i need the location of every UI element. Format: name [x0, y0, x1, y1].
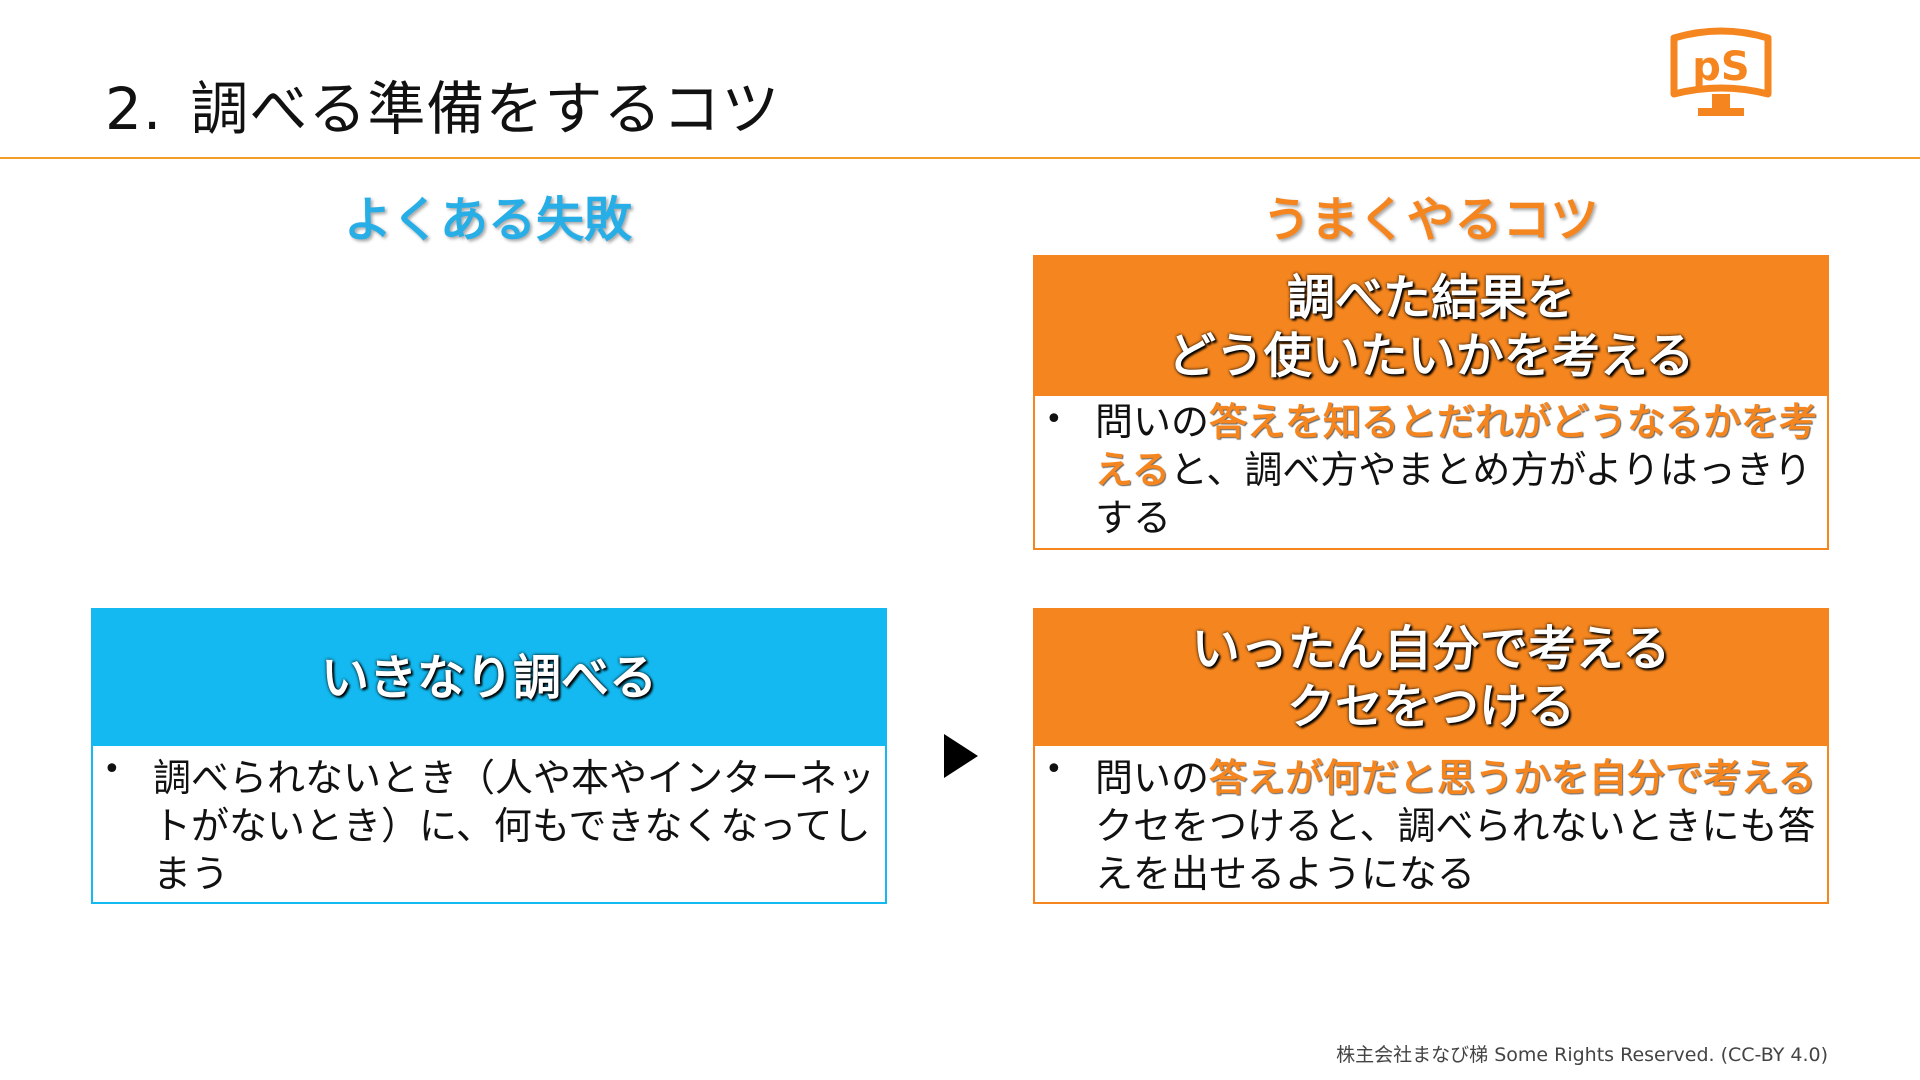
bullet: •: [1045, 402, 1063, 437]
tip-box-header: いったん自分で考える クセをつける: [1035, 610, 1827, 746]
tip-header-line1: いったん自分で考える: [1191, 621, 1671, 677]
body-text-highlight: 答えが何だと思うかを自分で考える: [1209, 756, 1816, 800]
body-text-post: クセをつけると、調べられないときにも答えを出せるようになる: [1095, 804, 1816, 896]
bullet: •: [103, 752, 121, 787]
page-title: 2. 調べる準備をするコツ: [105, 62, 780, 146]
failure-box-body: • 調べられないとき（人や本やインターネットがないとき）に、何もできなくなってし…: [93, 746, 885, 898]
heading-common-failure: よくある失敗: [343, 192, 632, 248]
failure-box: いきなり調べる • 調べられないとき（人や本やインターネットがないとき）に、何も…: [91, 608, 887, 904]
tip-box-header: 調べた結果を どう使いたいかを考える: [1035, 257, 1827, 396]
body-text-pre: 問いの: [1095, 756, 1210, 800]
tip-body-text: 問いの答えを知るとだれがどうなるかを考えると、調べ方やまとめ方がよりはっきりする: [1095, 398, 1827, 542]
body-text-post: と、調べ方やまとめ方がよりはっきりする: [1095, 448, 1812, 540]
tip-box-think-usage: 調べた結果を どう使いたいかを考える • 問いの答えを知るとだれがどうなるかを考…: [1033, 255, 1829, 550]
tip-box-think-first: いったん自分で考える クセをつける • 問いの答えが何だと思うかを自分で考えるク…: [1033, 608, 1829, 904]
tip-box-body: • 問いの答えを知るとだれがどうなるかを考えると、調べ方やまとめ方がよりはっきり…: [1035, 396, 1827, 542]
heading-tips: うまくやるコツ: [1262, 192, 1599, 248]
arrow-right-icon: [944, 734, 978, 778]
body-text-pre: 問いの: [1095, 400, 1210, 444]
body-text-highlight: 答えを知るとだれがどうなるかを考える: [1095, 400, 1818, 492]
brand-logo: pS: [1668, 24, 1774, 120]
title-divider: [0, 157, 1920, 159]
tip-box-body: • 問いの答えが何だと思うかを自分で考えるクセをつけると、調べられないときにも答…: [1035, 746, 1827, 898]
bullet: •: [1045, 752, 1063, 787]
section-number: 2.: [105, 75, 163, 143]
failure-box-header: いきなり調べる: [93, 610, 885, 746]
tip-header-line2: クセをつける: [1286, 679, 1575, 735]
tip-header-line1: 調べた結果を: [1286, 269, 1575, 326]
logo-text: pS: [1692, 44, 1749, 90]
failure-header-text: いきなり調べる: [320, 650, 657, 706]
tip-header-line2: どう使いたいかを考える: [1167, 327, 1695, 384]
title-text: 調べる準備をするコツ: [190, 75, 781, 143]
tip-body-text: 問いの答えが何だと思うかを自分で考えるクセをつけると、調べられないときにも答えを…: [1095, 754, 1827, 898]
failure-body-text: 調べられないとき（人や本やインターネットがないとき）に、何もできなくなってしまう: [153, 756, 876, 896]
copyright-footer: 株主会社まなび梯 Some Rights Reserved. (CC-BY 4.…: [1336, 1044, 1828, 1066]
